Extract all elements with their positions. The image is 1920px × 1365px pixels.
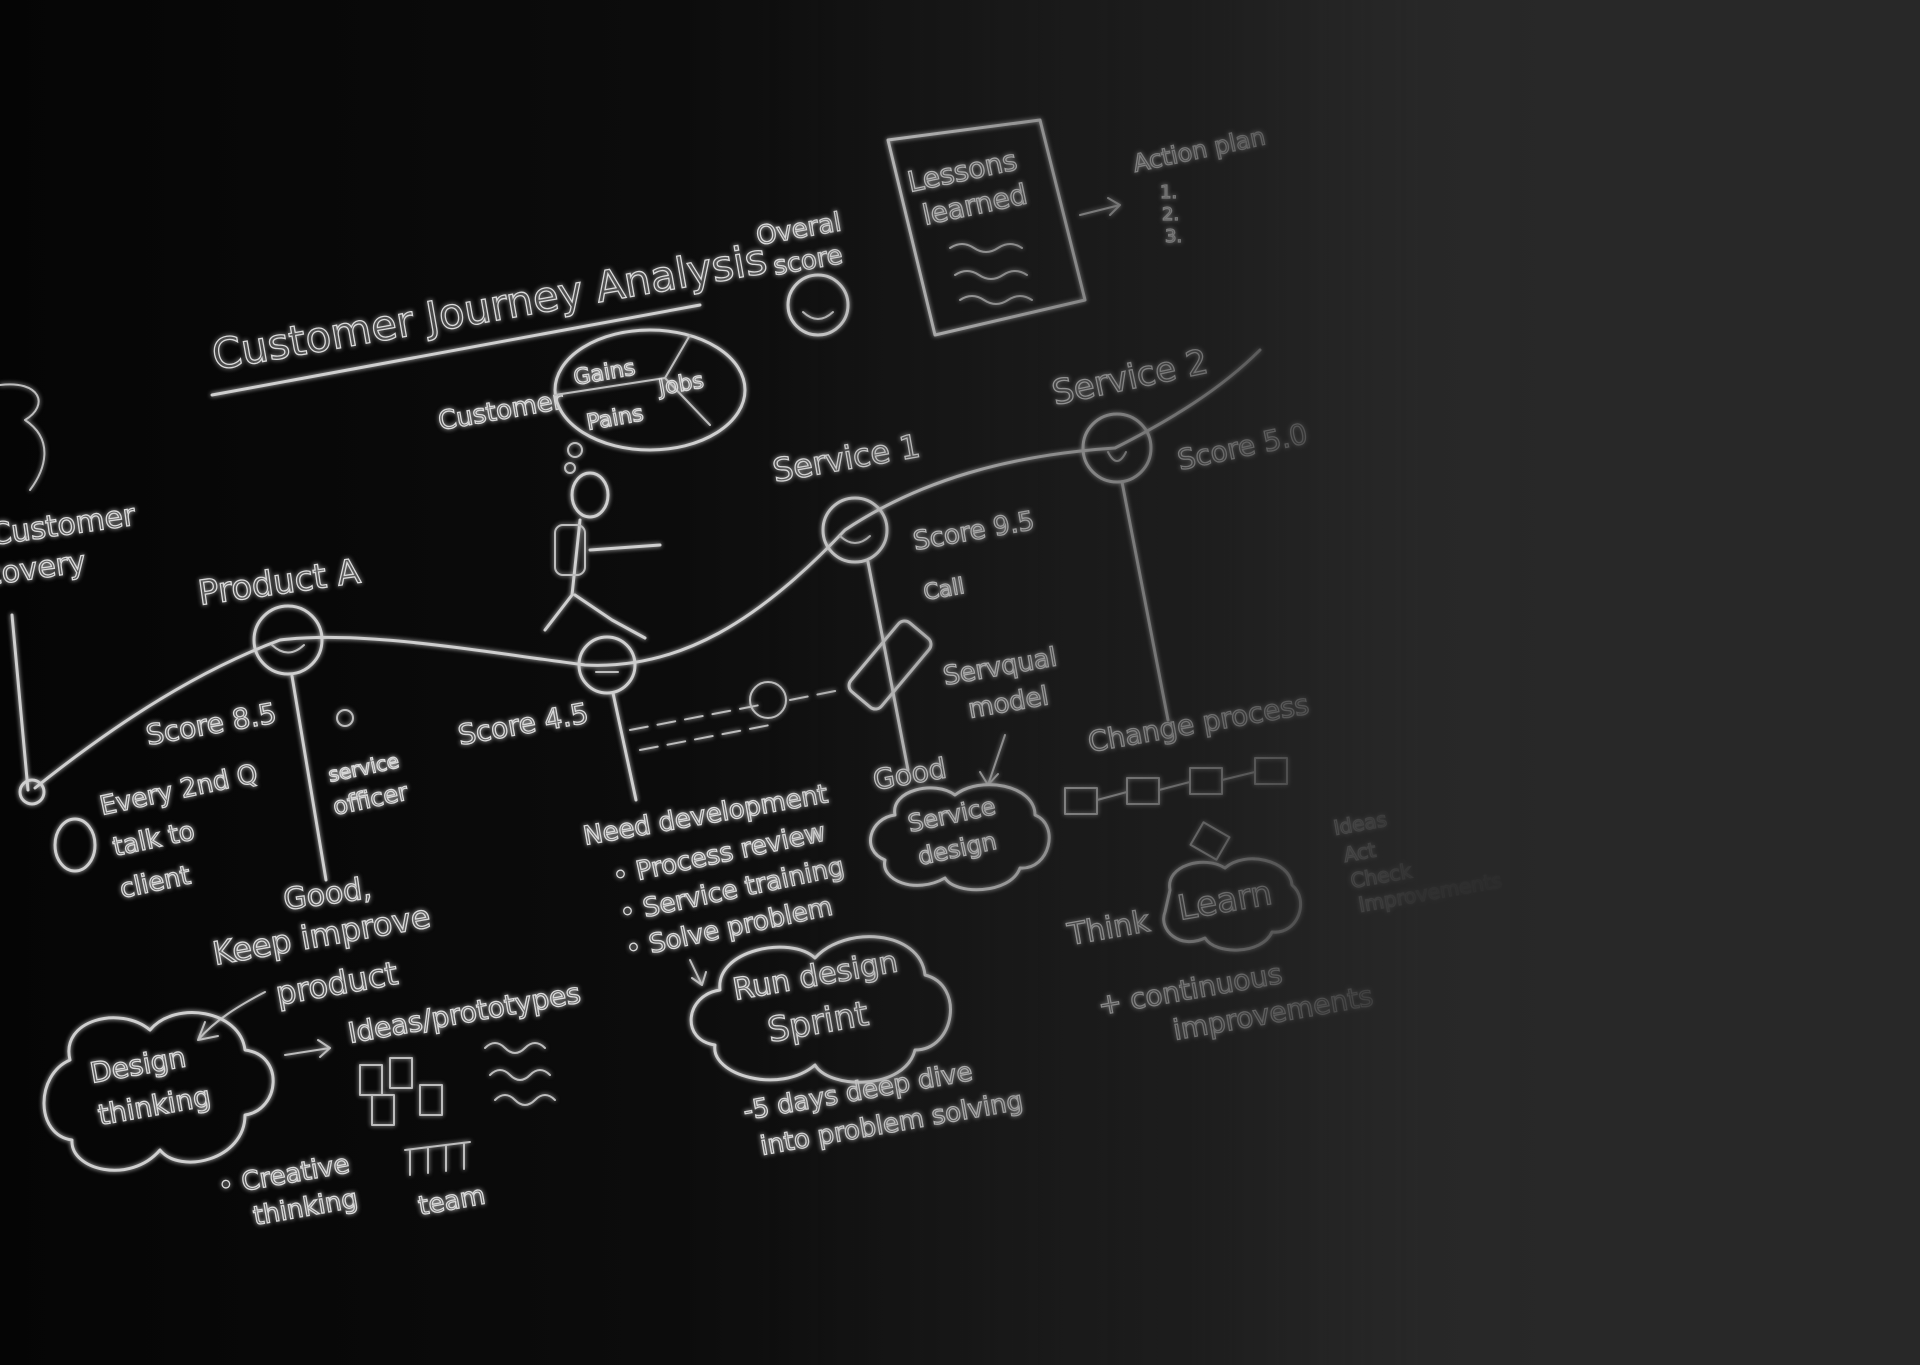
servqual-arrow (979, 734, 1006, 786)
phone-icon (847, 619, 933, 711)
service-2-post (1120, 480, 1170, 722)
service-2-score: Score 5.0 (1175, 417, 1311, 477)
servqual-2: model (966, 681, 1051, 725)
sticky-note-1 (359, 1064, 383, 1096)
service-2-mouth (1107, 451, 1127, 462)
think-label: Think (1064, 904, 1152, 953)
overall-smile (802, 311, 834, 320)
process-branch (1189, 821, 1231, 861)
product-a-post (290, 674, 328, 882)
customer-label: Customer (436, 385, 566, 437)
product-a-group: Product A Score 8.5 Every 2nd Q talk to … (53, 551, 434, 1041)
mid-score: Score 4.5 (455, 696, 591, 751)
action-plan-1: 1. (1160, 182, 1177, 203)
sticky-note-3 (371, 1094, 395, 1126)
service-1-label: Service 1 (770, 427, 923, 490)
idea-squiggle-3 (494, 1094, 556, 1106)
warning-icon (53, 817, 97, 873)
process-step-4 (1254, 757, 1288, 785)
far-right-note-1: Ideas (1332, 807, 1389, 840)
action-plan-2: 2. (1162, 204, 1179, 225)
lessons-lines (949, 243, 1033, 305)
service-1-smiley-icon (821, 496, 889, 564)
sprint-arrow (689, 959, 707, 986)
customer-backpack (554, 524, 586, 576)
ideas-arrow (284, 1039, 331, 1058)
learn-label: Learn (1175, 873, 1276, 929)
action-plan-3: 3. (1165, 226, 1182, 247)
customer-figure-head (570, 471, 610, 519)
canvas-jobs: Jobs (655, 368, 706, 401)
change-process: Change process (1085, 688, 1311, 759)
action-arrow (1079, 197, 1121, 216)
call-label: Call (922, 574, 967, 606)
keep-improve-arrow (197, 991, 266, 1041)
service-1-post (866, 560, 910, 772)
overall-smiley-icon (786, 273, 850, 337)
product-note-1: Every 2nd Q (97, 759, 260, 822)
dashed-link (629, 704, 771, 751)
team-label: team (416, 1181, 488, 1222)
officer-person-icon (336, 709, 354, 727)
product-a-label: Product A (196, 552, 363, 614)
lessons-group: Lessons learned Action plan 1. 2. 3. (886, 118, 1269, 337)
design-thinking-1: Design (87, 1041, 188, 1090)
team-people-icon (404, 1141, 471, 1176)
service-1-smile (839, 535, 871, 544)
idea-squiggle-1 (484, 1042, 546, 1054)
customer-group: Customer Gains Jobs Pains Score 4.5 (435, 328, 841, 802)
sprint-1: Run design (730, 944, 900, 1007)
discovery-label-2: Discovery (0, 545, 88, 600)
sprint-2: Sprint (765, 994, 872, 1051)
service-1-score: Score 9.5 (911, 506, 1037, 557)
customer-figure-body (543, 518, 662, 640)
product-note-3: client (117, 861, 193, 905)
keep-improve-2: product (273, 954, 401, 1013)
thought-dot-1 (567, 442, 583, 458)
idea-squiggle-2 (489, 1069, 551, 1081)
action-plan-label: Action plan (1130, 122, 1268, 177)
thought-dot-2 (564, 462, 576, 474)
design-thinking-group: Design thinking Ideas/prototypes • Creat… (42, 976, 584, 1233)
dashed-link-2 (789, 689, 841, 701)
process-step-3 (1189, 767, 1223, 795)
canvas-gains: Gains (572, 356, 637, 391)
discovery-swirl (0, 383, 46, 491)
product-a-smile (271, 644, 305, 654)
discovery-post (10, 613, 30, 792)
design-thinking-2: thinking (95, 1080, 213, 1132)
process-step-2 (1126, 777, 1160, 805)
process-step-1 (1064, 787, 1098, 815)
discovery-label-1: Customer (0, 498, 138, 553)
sticky-note-2 (389, 1057, 413, 1089)
product-note-2: talk to (110, 816, 197, 863)
sticky-note-4 (419, 1084, 443, 1116)
mid-post (611, 691, 638, 802)
discovery-group: Customer Discovery (0, 383, 139, 806)
far-right-note-2: Act (1342, 838, 1378, 867)
question-icon (749, 681, 787, 719)
canvas-pains: Pains (585, 401, 646, 436)
service-1-good: Good (870, 752, 948, 797)
product-a-score: Score 8.5 (143, 696, 279, 751)
process-links (1096, 771, 1256, 801)
service-2-label: Service 2 (1049, 342, 1212, 414)
